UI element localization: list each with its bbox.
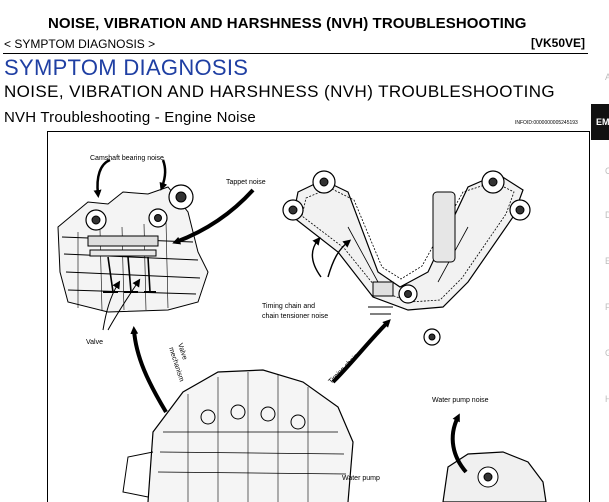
side-tab-a[interactable]: A — [605, 72, 609, 82]
label-water-pump: Water pump — [342, 475, 380, 482]
label-timing-chain-line1: Timing chain and — [262, 303, 315, 310]
label-timing-chain: Timing chain — [327, 353, 360, 386]
side-tab-g[interactable]: G — [605, 348, 609, 358]
side-tab-active-em[interactable]: EM — [591, 104, 609, 140]
engine-code: [VK50VE] — [531, 36, 586, 50]
section-title: SYMPTOM DIAGNOSIS — [4, 55, 249, 80]
header-rule — [3, 53, 588, 54]
engine-noise-figure: Camshaft bearing noise Tappet noise Valv… — [47, 131, 590, 502]
side-tab-e[interactable]: E — [605, 256, 609, 266]
timing-sprockets — [282, 170, 531, 346]
topic-title: NVH Troubleshooting - Engine Noise — [4, 109, 256, 126]
side-tab-h[interactable]: H — [605, 394, 609, 404]
label-timing-chain-line2: chain tensioner noise — [262, 313, 328, 320]
section-tab-strip: A C D E F G H — [592, 0, 609, 489]
section-subtitle: NOISE, VIBRATION AND HARSHNESS (NVH) TRO… — [4, 82, 556, 101]
side-tab-f[interactable]: F — [605, 302, 609, 312]
engine-illustration: Camshaft bearing noise Tappet noise Valv… — [57, 155, 547, 502]
breadcrumb[interactable]: < SYMPTOM DIAGNOSIS > — [4, 37, 156, 51]
timing-chain-drawing — [292, 173, 524, 315]
label-water-pump-noise: Water pump noise — [432, 397, 489, 404]
leader-arrows — [93, 158, 468, 474]
label-valve: Valve — [86, 339, 103, 346]
info-id: INFOID:0000000005245193 — [515, 120, 578, 126]
side-tab-active-label: EM — [596, 117, 609, 127]
header-title: NOISE, VIBRATION AND HARSHNESS (NVH) TRO… — [48, 15, 527, 32]
camshaft-sprockets — [85, 184, 194, 231]
engine-block-drawing — [122, 369, 354, 502]
side-tab-d[interactable]: D — [605, 210, 609, 220]
label-valve-mechanism-line1: Valve — [176, 342, 188, 360]
label-camshaft-bearing-noise: Camshaft bearing noise — [90, 155, 164, 162]
label-tappet-noise: Tappet noise — [226, 179, 266, 186]
side-tab-c[interactable]: C — [605, 166, 609, 176]
